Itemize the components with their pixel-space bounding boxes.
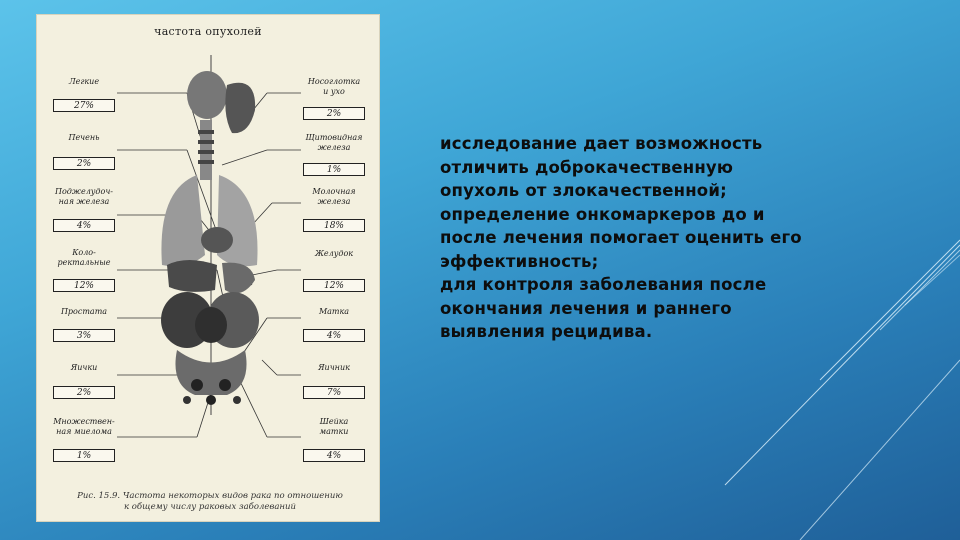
organ-label-testes: Яички (70, 363, 98, 372)
pct-myeloma: 1% (53, 449, 115, 462)
organ-label-cervix: Шейка матки (319, 417, 349, 436)
text-line-3: опухоль от злокачественной; (440, 181, 727, 200)
organ-label-uterus: Матка (318, 307, 350, 316)
organ-label-thyroid: Щитовидная железа (305, 133, 363, 152)
pct-breast: 18% (303, 219, 365, 232)
pct-stomach: 12% (303, 279, 365, 292)
pct-ovary: 7% (303, 386, 365, 399)
organ-label-breast: Молочная железа (312, 187, 356, 206)
pct-colorectal: 12% (53, 279, 115, 292)
organ-label-colorectal: Коло- ректальные (57, 248, 111, 267)
text-line-5: после лечения помогает оценить его (440, 228, 802, 247)
pct-prostate: 3% (53, 329, 115, 342)
organ-label-prostate: Простата (60, 307, 108, 316)
figure-title: частота опухолей (154, 25, 262, 38)
body-illustration (117, 55, 301, 438)
organ-label-liver: Печень (68, 133, 100, 142)
organ-label-lungs: Легкие (68, 77, 100, 86)
pct-liver: 2% (53, 157, 115, 170)
main-text: исследование дает возможность отличить д… (440, 132, 940, 344)
figure-caption: Рис. 15.9. Частота некоторых видов рака … (51, 491, 369, 513)
text-line-7: для контроля заболевания после (440, 275, 767, 294)
text-line-1: исследование дает возможность (440, 134, 763, 153)
pct-uterus: 4% (303, 329, 365, 342)
organ-label-nasopharynx: Носоглотка и ухо (307, 77, 361, 96)
pct-cervix: 4% (303, 449, 365, 462)
tumor-frequency-figure: частота опухолей (36, 14, 380, 522)
pct-thyroid: 1% (303, 163, 365, 176)
caption-line-1: Рис. 15.9. Частота некоторых видов рака … (77, 491, 343, 501)
organ-label-ovary: Яичник (318, 363, 350, 372)
pct-nasopharynx: 2% (303, 107, 365, 120)
pct-lungs: 27% (53, 99, 115, 112)
organ-label-stomach: Желудок (314, 249, 354, 258)
organ-label-pancreas: Поджелудоч- ная железа (55, 187, 113, 206)
pct-testes: 2% (53, 386, 115, 399)
organ-label-myeloma: Множествен- ная миелома (53, 417, 115, 436)
pct-pancreas: 4% (53, 219, 115, 232)
text-line-2: отличить доброкачественную (440, 157, 734, 177)
text-line-8: окончания лечения и раннего (440, 298, 732, 318)
text-line-6: эффективность; (440, 251, 599, 271)
text-line-9: выявления рецидива. (440, 322, 653, 341)
caption-line-2: к общему числу раковых заболеваний (124, 502, 296, 512)
text-line-4: определение онкомаркеров до и (440, 204, 765, 224)
